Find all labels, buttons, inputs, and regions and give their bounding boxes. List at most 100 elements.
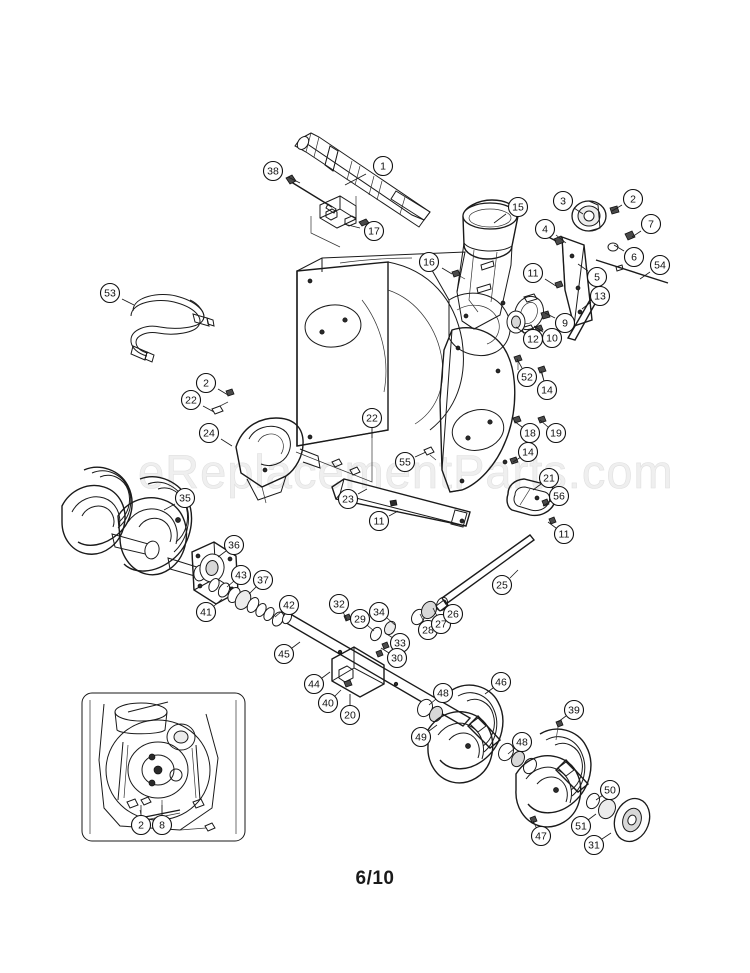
callout-circle [410,726,432,748]
callout-leader-line [321,671,331,679]
callout-22: 22 [180,389,215,413]
callout-number: 23 [342,494,354,506]
callout-number: 37 [257,575,269,587]
callout-number: 38 [267,166,279,178]
callout-leader-line [577,263,589,272]
callout-number: 47 [535,831,547,843]
callout-56: 56 [542,485,570,507]
callout-40: 40 [317,689,342,714]
callout-16: 16 [418,251,453,275]
callout-leader-line [513,420,523,428]
callout-circle [554,312,576,334]
part-36-gearbox [191,541,239,605]
callout-9: 9 [544,312,576,334]
callout-number: 50 [604,785,616,797]
callout-leader-line [544,312,556,319]
callout-circle [552,190,574,212]
callout-leader-line [441,267,453,275]
callout-leader-line [388,510,399,517]
callout-35: 35 [163,487,196,511]
callout-circle [553,523,575,545]
callout-17: 17 [343,220,385,242]
callout-32: 32 [328,593,350,621]
callout-54: 54 [639,254,671,280]
callout-circle [517,441,539,463]
callout-circle [262,160,284,182]
callout-circle [273,643,295,665]
callout-leader-line [213,598,223,607]
callout-number: 6 [631,252,637,264]
callout-number: 10 [546,333,558,345]
callout-circle [328,593,350,615]
callout-number: 19 [550,428,562,440]
callout-leader-line [414,451,427,458]
callout-leader-line [342,611,348,621]
callout-number: 2 [630,194,636,206]
callout-leader-line [333,689,342,698]
callout-leader-line [573,207,584,215]
callout-leader-line [386,617,396,626]
callout-leader-line [509,569,519,579]
callout-21: 21 [532,467,560,491]
callout-circle [530,825,552,847]
callout-1: 1 [344,155,394,186]
callout-circle [640,213,662,235]
callout-leader-line [428,698,437,706]
callout-number: 49 [415,732,427,744]
callout-circle [599,779,621,801]
callout-leader-line [248,586,257,595]
callout-49: 49 [410,724,438,748]
callout-22: 22 [361,407,383,438]
callout-44: 44 [303,671,331,695]
callout-number: 7 [648,219,654,231]
callout-circle [649,254,671,276]
callout-leader-line [515,326,525,334]
part-55-skid-shoe [423,446,437,461]
callout-number: 43 [235,570,247,582]
callout-leader-line [587,813,597,821]
callout-leader-line [557,715,567,723]
callout-number: 42 [283,600,295,612]
callout-circle [252,569,274,591]
callout-number: 28 [422,625,434,637]
callout-8: 8 [151,805,173,836]
callout-leader-line [274,610,283,618]
callout-circle [303,673,325,695]
callout-5: 5 [577,263,608,288]
callout-25: 25 [491,569,519,596]
callout-circle [363,220,385,242]
shaft-shim-stack [208,577,285,627]
inset-detail-box [81,692,246,842]
callout-24: 24 [198,422,233,447]
callout-number: 32 [333,599,345,611]
callout-circle [230,564,252,586]
callout-leader-line [432,607,438,617]
callout-51: 51 [570,813,597,837]
callout-circle [195,601,217,623]
callout-leader-line [581,301,592,310]
callout-2: 2 [195,372,229,396]
callout-number: 20 [344,710,356,722]
callout-leader-line [516,358,523,369]
callout-leader-line [484,687,494,695]
callout-10: 10 [533,325,563,349]
callout-4: 4 [534,218,567,244]
callout-number: 22 [366,413,378,425]
callout-number: 53 [104,288,116,300]
callout-circle [349,608,371,630]
callout-number: 55 [399,457,411,469]
callout-36: 36 [217,534,245,558]
part-24-gearbox-cover [235,417,321,504]
callout-circle [372,155,394,177]
callout-circle [317,692,339,714]
callout-leader-line [613,244,625,252]
callout-circle [432,682,454,704]
callout-leader-line [343,223,361,229]
callout-circle [130,814,152,836]
callout-leader-line [631,230,642,238]
callout-leader-line [493,213,507,224]
part-17-bracket [310,195,370,248]
callout-circle [278,594,300,616]
callout-leader-line [163,503,176,511]
callout-leader-line [539,419,549,428]
